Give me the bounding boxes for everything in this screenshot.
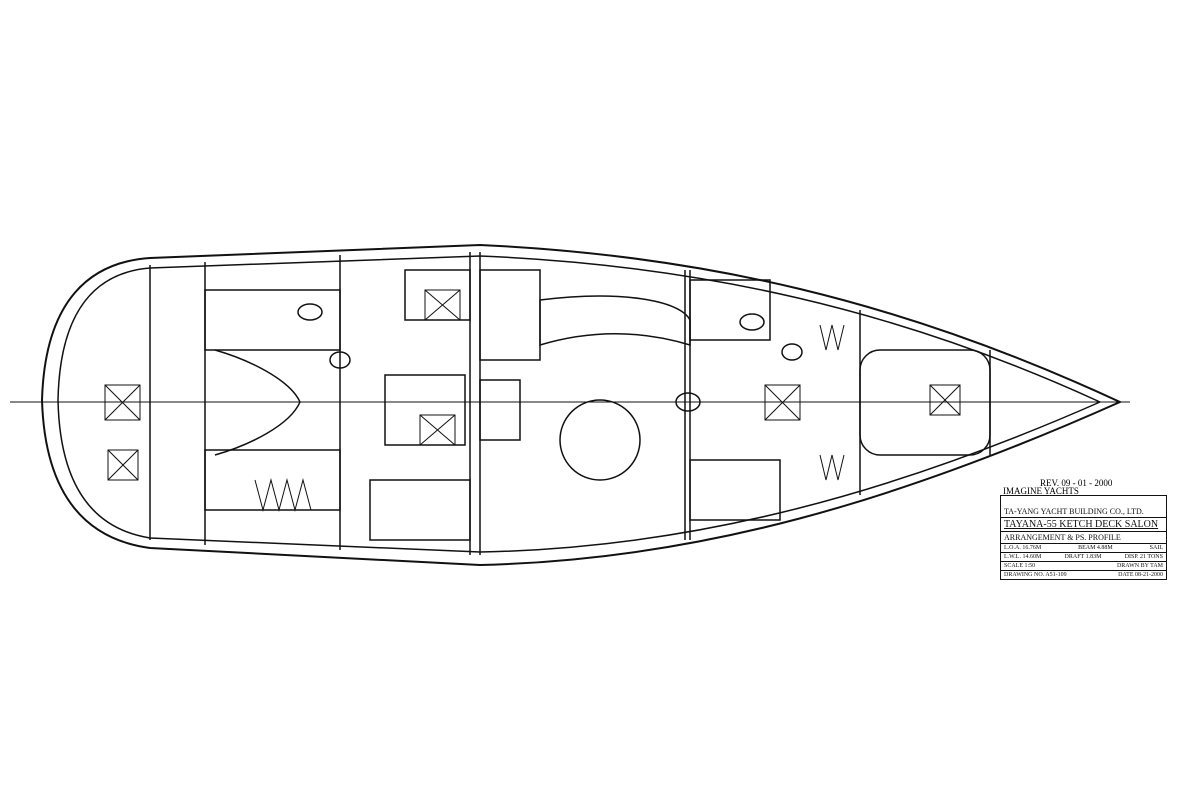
hull-outline xyxy=(40,243,1123,567)
date: DATE 08-21-2000 xyxy=(1118,572,1163,578)
hanging-locker xyxy=(254,324,845,512)
spec: L.W.L. 14.60M xyxy=(1004,554,1042,560)
title-block: TA-YANG YACHT BUILDING CO., LTD. TAYANA-… xyxy=(1000,495,1167,580)
drawing-title: ARRANGEMENT & PS. PROFILE xyxy=(1001,532,1166,544)
spec: L.O.A. 16.76M xyxy=(1004,545,1042,551)
spec: DISP. 21 TONS xyxy=(1124,554,1163,560)
spec: DRAFT 1.83M xyxy=(1064,554,1102,560)
brand-label: IMAGINE YACHTS xyxy=(1003,486,1079,496)
drawn-by: DRAWN BY TAM xyxy=(1116,563,1163,569)
drawing-no: DRAWING NO. A51-109 xyxy=(1004,572,1067,578)
model: TAYANA-55 KETCH DECK SALON xyxy=(1001,518,1166,532)
builder: TA-YANG YACHT BUILDING CO., LTD. xyxy=(1001,506,1166,518)
bulkheads xyxy=(149,252,991,555)
spec: BEAM 4.88M xyxy=(1078,545,1113,551)
specs-row-4: DRAWING NO. A51-109 DATE 08-21-2000 xyxy=(1001,571,1166,579)
spec: SAIL xyxy=(1149,545,1163,551)
scale: SCALE 1:50 xyxy=(1004,563,1036,569)
hatches xyxy=(104,289,961,481)
specs-row-1: L.O.A. 16.76M BEAM 4.88M SAIL xyxy=(1001,544,1166,553)
inner-hull xyxy=(57,255,1102,553)
specs-row-2: L.W.L. 14.60M DRAFT 1.83M DISP. 21 TONS xyxy=(1001,553,1166,562)
revision-label: REV. 09 - 01 - 2000 xyxy=(1040,478,1113,488)
specs-row-3: SCALE 1:50 DRAWN BY TAM xyxy=(1001,562,1166,571)
